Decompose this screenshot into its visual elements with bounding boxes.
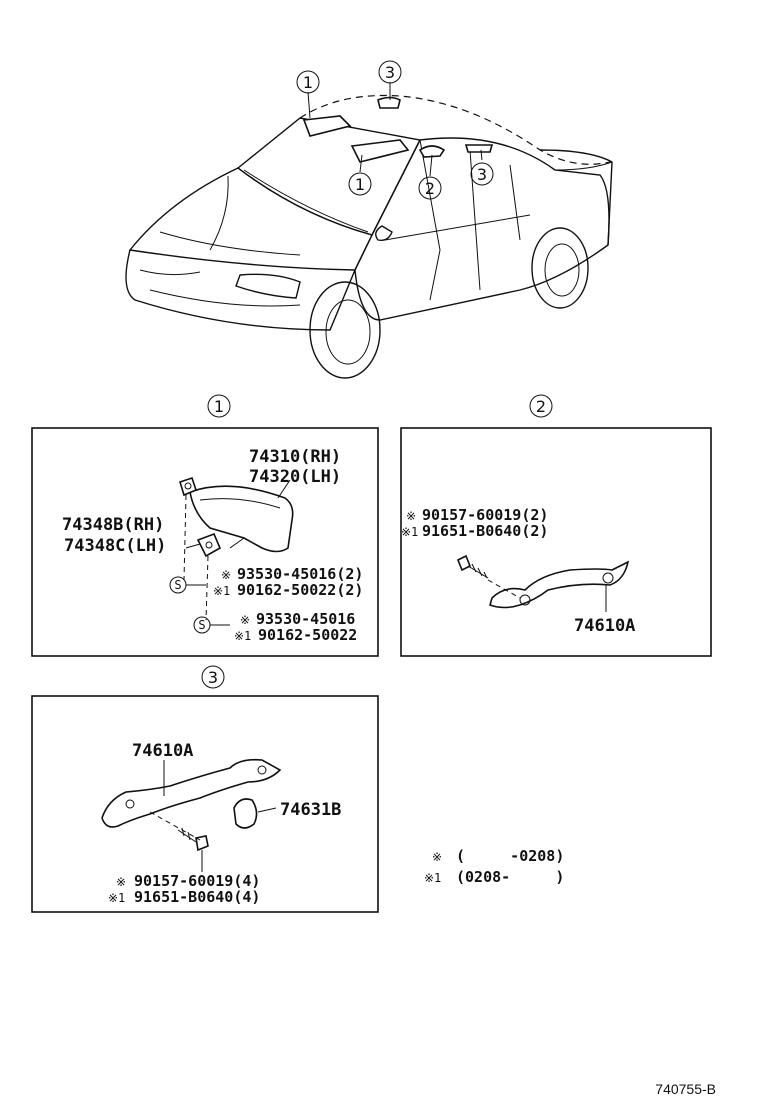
section2-bolt-mark: ※ <box>406 509 416 523</box>
screw2b-part-number: 90162-50022 <box>258 626 357 644</box>
screw2-part-number: 93530-45016 <box>256 610 355 628</box>
callout-2-mid: 2 <box>418 176 442 200</box>
section-2-box <box>400 427 712 657</box>
screw2b-mark: ※1 <box>234 629 251 643</box>
section3-bolt1-mark: ※1 <box>108 891 125 905</box>
section2-bolt1-mark: ※1 <box>401 525 418 539</box>
svg-text:2: 2 <box>536 397 546 416</box>
svg-text:S: S <box>174 578 181 592</box>
section-1-box <box>31 427 379 657</box>
assist-grip-illustration-3 <box>101 758 282 872</box>
section3-bolt-mark: ※ <box>116 875 126 889</box>
section2-grip-part-number: 74610A <box>574 616 635 636</box>
legend-row-1: ( -0208) <box>456 847 564 865</box>
svg-text:1: 1 <box>214 397 224 416</box>
section2-bolt-part-number: 90157-60019(2) <box>422 506 548 524</box>
section3-grip-part-number: 74610A <box>132 741 193 761</box>
holder-lh-part-number: 74348C(LH) <box>64 536 166 556</box>
svg-text:3: 3 <box>477 165 487 184</box>
svg-text:3: 3 <box>385 63 395 82</box>
screw1b-part-number: 90162-50022(2) <box>237 581 363 599</box>
screw-symbol-s-2: S <box>193 616 230 634</box>
section-1-label: 1 <box>207 394 231 418</box>
visor-lh-part-number: 74320(LH) <box>249 467 341 487</box>
figure-code: 740755-B <box>655 1081 716 1097</box>
svg-text:2: 2 <box>425 179 435 198</box>
section-3-box <box>31 695 379 913</box>
section3-bolt1-part-number: 91651-B0640(4) <box>134 888 260 906</box>
sun-visor-illustration <box>179 476 294 621</box>
callout-3-top: 3 <box>378 60 402 84</box>
applicability-legend: ※ ( -0208) ※1 (0208- ) <box>424 847 564 886</box>
car-illustration <box>125 82 613 379</box>
screw2-mark: ※ <box>240 613 250 627</box>
screw1-part-number: 93530-45016(2) <box>237 565 363 583</box>
section3-hook-part-number: 74631B <box>280 800 341 820</box>
holder-rh-part-number: 74348B(RH) <box>62 515 164 535</box>
screw1b-mark: ※1 <box>213 584 230 598</box>
callout-1-top: 1 <box>296 70 320 94</box>
svg-text:1: 1 <box>303 73 313 92</box>
section2-bolt1-part-number: 91651-B0640(2) <box>422 522 548 540</box>
visor-rh-part-number: 74310(RH) <box>249 447 341 467</box>
callout-3-mid: 3 <box>470 162 494 186</box>
legend-mark-1: ※ <box>432 850 442 864</box>
assist-grip-illustration-2 <box>456 554 630 612</box>
section3-bolt-part-number: 90157-60019(4) <box>134 872 260 890</box>
section-3-label: 3 <box>201 665 225 689</box>
svg-text:3: 3 <box>208 668 218 687</box>
svg-text:1: 1 <box>355 175 365 194</box>
screw1-mark: ※ <box>221 568 231 582</box>
legend-row-2: (0208- ) <box>456 868 564 886</box>
legend-mark-2: ※1 <box>424 871 441 885</box>
callout-1-mid: 1 <box>348 172 372 196</box>
screw-symbol-s-1: S <box>169 576 206 594</box>
section-2-label: 2 <box>529 394 553 418</box>
svg-text:S: S <box>198 618 205 632</box>
